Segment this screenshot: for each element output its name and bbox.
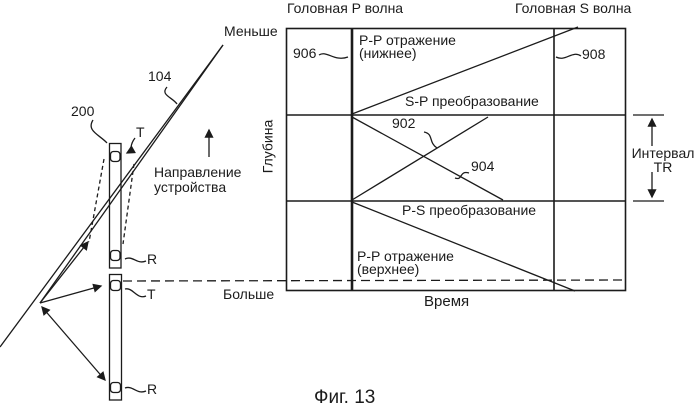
leader-receiver-top bbox=[124, 257, 147, 263]
pp-reflection-upper-label: P-P отражение (верхнее) bbox=[357, 248, 454, 277]
ref-label-104: 104 bbox=[148, 68, 172, 84]
transmitter-top-element bbox=[109, 150, 121, 163]
leader-transmitter-mid bbox=[124, 288, 147, 298]
leader-904 bbox=[454, 171, 470, 180]
header-s-wave: Головная S волна bbox=[515, 0, 632, 16]
figure-caption: Фиг. 13 bbox=[314, 387, 376, 408]
receiver-top-label: R bbox=[147, 251, 158, 267]
leader-transmitter-top bbox=[125, 137, 136, 154]
transmitter-mid-label: T bbox=[147, 286, 156, 302]
leader-104 bbox=[164, 86, 178, 105]
ref-label-906: 906 bbox=[293, 45, 317, 61]
device-direction-line2: устройства bbox=[154, 179, 227, 195]
ray-to-beam bbox=[39, 240, 89, 304]
interval-line2: TR bbox=[653, 159, 673, 175]
leader-902 bbox=[423, 131, 438, 149]
chart-frame bbox=[285, 27, 627, 292]
receiver-top-element bbox=[109, 249, 121, 262]
beam-dashed-right bbox=[122, 163, 135, 245]
line-902-ascending bbox=[351, 116, 489, 201]
wedge-line-outer-104 bbox=[0, 44, 224, 348]
ps-conversion-label: P-S преобразование bbox=[402, 202, 537, 218]
leader-906 bbox=[318, 53, 349, 59]
ray-to-transmitter-mid bbox=[39, 283, 103, 304]
beam-dashed-left bbox=[88, 158, 105, 243]
pp-reflection-lower-label: P-P отражение (нижнее) bbox=[359, 32, 456, 61]
pp-reflection-upper-line2: (верхнее) bbox=[357, 261, 420, 277]
transmitter-mid-element bbox=[109, 279, 122, 292]
sp-conversion-label: S-P преобразование bbox=[405, 93, 539, 109]
ray-to-receiver-bottom bbox=[41, 305, 106, 382]
header-p-wave: Головная P волна bbox=[287, 0, 404, 16]
tool-lower-section bbox=[108, 273, 123, 401]
ref-label-902: 902 bbox=[392, 115, 416, 131]
ps-conversion-line bbox=[351, 201, 576, 292]
ref-label-200: 200 bbox=[71, 103, 95, 119]
line-904-descending bbox=[351, 116, 504, 201]
receiver-bottom-element bbox=[109, 381, 122, 394]
wedge-line-inner bbox=[39, 44, 224, 304]
transmitter-top-label: T bbox=[136, 124, 145, 140]
pp-reflection-upper-line1: P-P отражение bbox=[357, 248, 454, 264]
device-direction-label: Направление устройства bbox=[154, 165, 241, 195]
ref-label-908: 908 bbox=[582, 46, 606, 62]
depth-axis-label: Глубина bbox=[259, 119, 276, 174]
ref-label-904: 904 bbox=[471, 158, 495, 174]
leader-200 bbox=[90, 119, 108, 144]
more-label: Больше bbox=[223, 286, 275, 302]
tool-upper-section bbox=[108, 142, 122, 269]
receiver-bottom-label: R bbox=[147, 381, 158, 397]
pp-lower-reflection-line bbox=[351, 26, 579, 115]
device-direction-line1: Направление bbox=[154, 164, 242, 180]
leader-908 bbox=[555, 53, 582, 59]
leader-receiver-bottom bbox=[124, 386, 147, 393]
time-axis-label: Время bbox=[424, 293, 470, 310]
less-label: Меньше bbox=[224, 23, 278, 39]
pp-reflection-lower-line1: P-P отражение bbox=[359, 32, 456, 48]
interval-line1: Интервал bbox=[631, 145, 695, 161]
pp-reflection-lower-line2: (нижнее) bbox=[359, 45, 417, 61]
interval-tr-label: Интервал TR bbox=[628, 146, 698, 174]
